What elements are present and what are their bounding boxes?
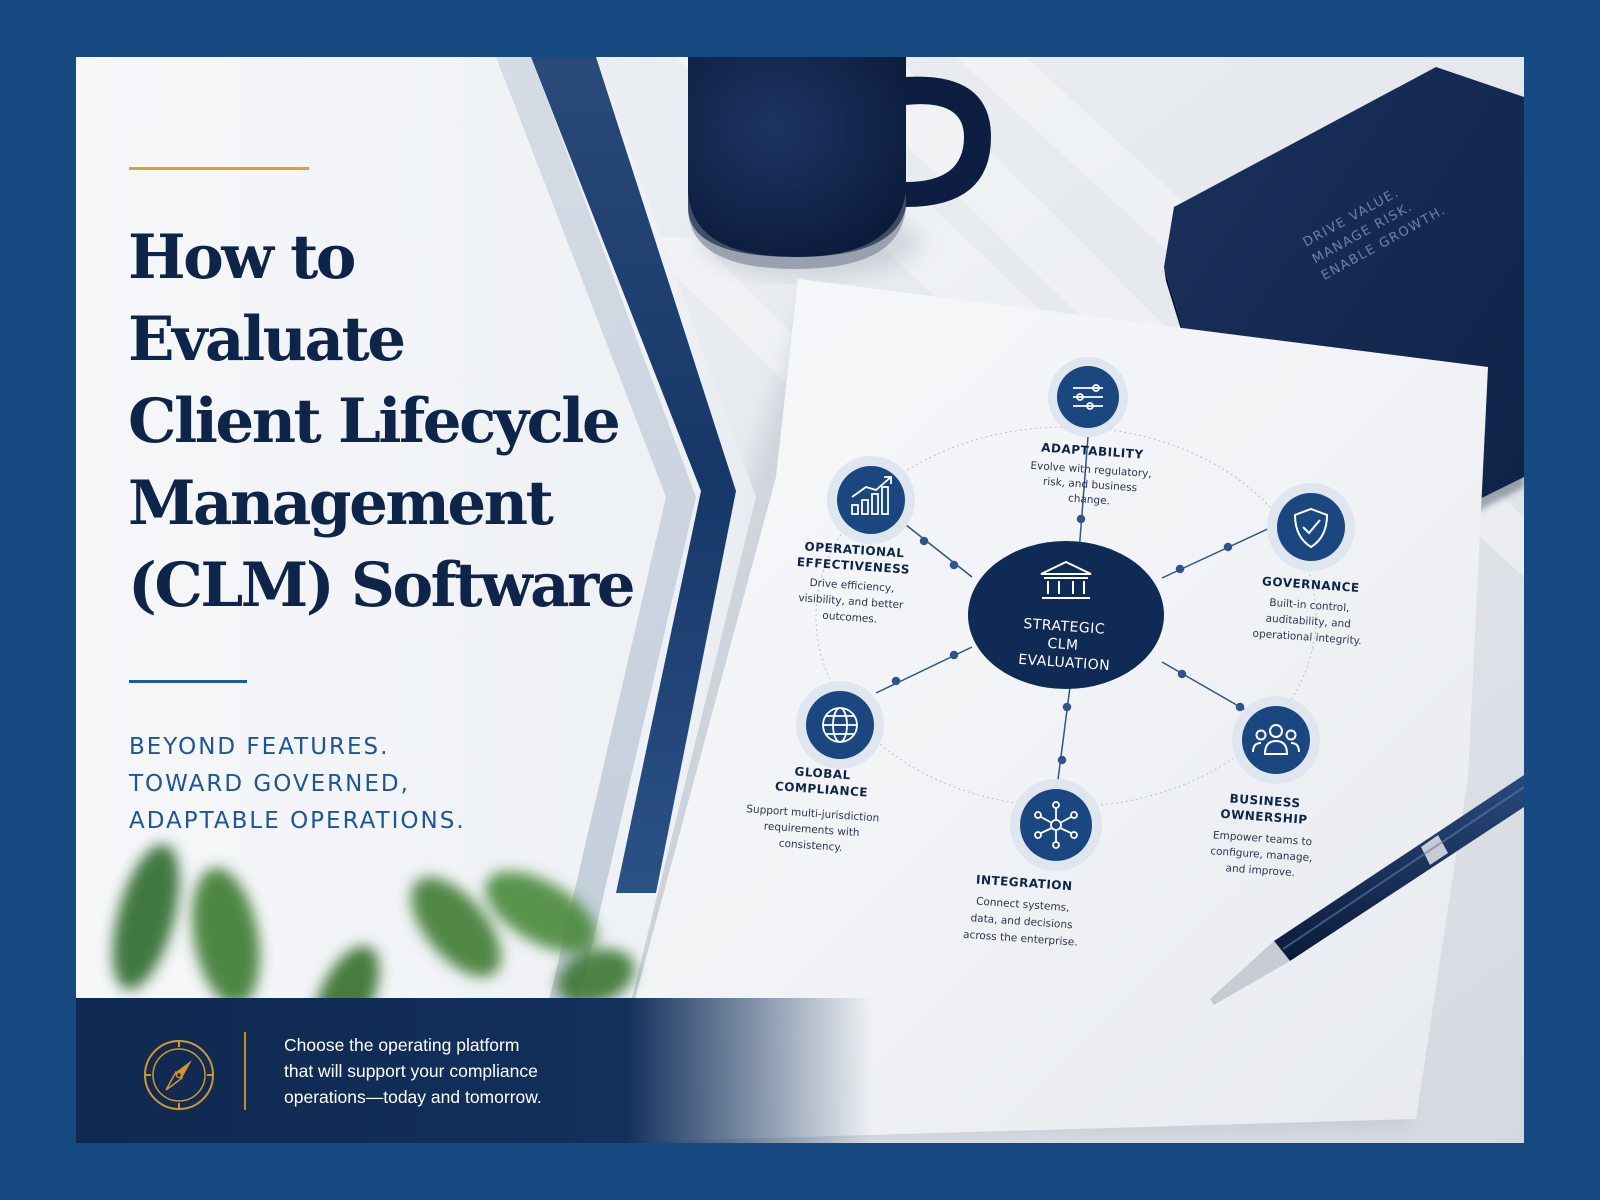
closing-line: Choose the operating platform bbox=[284, 1035, 520, 1055]
title-line: Management bbox=[128, 468, 554, 539]
plant-leaves bbox=[112, 844, 635, 1049]
center-label: EVALUATION bbox=[1018, 652, 1111, 674]
closing-line: operations—today and tomorrow. bbox=[284, 1087, 542, 1107]
title-line: How to bbox=[128, 222, 356, 293]
svg-text:GOVERNANCE: GOVERNANCE bbox=[1262, 574, 1361, 595]
svg-text:Connect systems,data, and deci: Connect systems,data, and decisionsacros… bbox=[963, 895, 1081, 949]
node-title: COMPLIANCE bbox=[775, 779, 869, 799]
closing-line: that will support your compliance bbox=[284, 1061, 538, 1081]
accent-line-gold bbox=[129, 167, 309, 170]
node-title: INTEGRATION bbox=[976, 873, 1073, 894]
node-adaptability bbox=[1048, 357, 1128, 437]
globe-icon bbox=[822, 707, 858, 743]
network-hub-icon bbox=[1034, 801, 1078, 849]
node-governance bbox=[1267, 483, 1355, 571]
node-description: outcomes. bbox=[822, 610, 878, 626]
node-operational-effectiveness bbox=[827, 456, 915, 544]
node-description: Drive efficiency, bbox=[809, 577, 895, 595]
bank-icon bbox=[1040, 560, 1092, 599]
node-description: auditability, and bbox=[1265, 613, 1351, 631]
closing-statement: Choose the operating platform that will … bbox=[284, 1032, 614, 1110]
node-title: OPERATIONAL bbox=[804, 539, 905, 560]
svg-text:STRATEGIC CLM: STRATEGIC CLM EVALUATION bbox=[1018, 616, 1114, 674]
node-title: OWNERSHIP bbox=[1220, 807, 1308, 827]
node-title: BUSINESS bbox=[1229, 791, 1301, 810]
node-description: change. bbox=[1068, 492, 1111, 507]
title-line: (CLM) Software bbox=[128, 550, 636, 621]
svg-text:INTEGRATION: INTEGRATION bbox=[976, 873, 1073, 894]
title-line: Client Lifecycle bbox=[128, 386, 621, 457]
svg-text:BUSINESSOWNERSHIP: BUSINESSOWNERSHIP bbox=[1220, 791, 1309, 827]
accent-line-blue bbox=[129, 680, 247, 683]
node-global-compliance bbox=[796, 681, 884, 769]
node-description: Built-in control, bbox=[1269, 597, 1350, 615]
subtitle-line: ADAPTABLE OPERATIONS. bbox=[129, 808, 466, 834]
sliders-icon bbox=[1073, 384, 1103, 410]
team-icon bbox=[1252, 724, 1300, 755]
coffee-mug bbox=[688, 57, 991, 277]
diagram-center: STRATEGIC CLM EVALUATION bbox=[968, 541, 1164, 689]
node-title: GLOBAL bbox=[794, 764, 851, 782]
node-integration bbox=[1010, 779, 1102, 871]
svg-text:GLOBALCOMPLIANCE: GLOBALCOMPLIANCE bbox=[775, 763, 870, 799]
paper-sheet bbox=[546, 279, 1488, 1143]
page-title: How to Evaluate Client Lifecycle Managem… bbox=[128, 217, 728, 627]
bottom-divider bbox=[244, 1032, 246, 1110]
svg-text:Built-in control,auditability,: Built-in control,auditability, andoperat… bbox=[1252, 596, 1364, 648]
node-description: consistency. bbox=[778, 838, 842, 854]
center-label: STRATEGIC bbox=[1023, 616, 1106, 638]
svg-text:Drive efficiency,visibility, a: Drive efficiency,visibility, and bettero… bbox=[797, 576, 906, 627]
bottom-banner bbox=[76, 998, 1524, 1143]
growth-chart-icon bbox=[851, 476, 892, 515]
node-description: and improve. bbox=[1225, 862, 1295, 879]
title-line: Evaluate bbox=[128, 304, 406, 375]
desk-scene: DRIVE VALUE. MANAGE RISK. ENABLE GROWTH. bbox=[76, 57, 1524, 1143]
pen bbox=[1210, 775, 1524, 1005]
subtitle-line: TOWARD GOVERNED, bbox=[129, 771, 410, 797]
node-business-ownership bbox=[1232, 696, 1320, 784]
compass-icon bbox=[144, 1040, 214, 1110]
center-label: CLM bbox=[1047, 636, 1079, 654]
shield-check-icon bbox=[1293, 507, 1329, 549]
poster-frame: DRIVE VALUE. MANAGE RISK. ENABLE GROWTH. bbox=[76, 57, 1524, 1143]
subtitle-line: BEYOND FEATURES. bbox=[129, 734, 390, 760]
node-title: GOVERNANCE bbox=[1262, 574, 1361, 595]
left-text-panel: How to Evaluate Client Lifecycle Managem… bbox=[76, 57, 836, 1143]
subtitle: BEYOND FEATURES. TOWARD GOVERNED, ADAPTA… bbox=[129, 729, 466, 840]
